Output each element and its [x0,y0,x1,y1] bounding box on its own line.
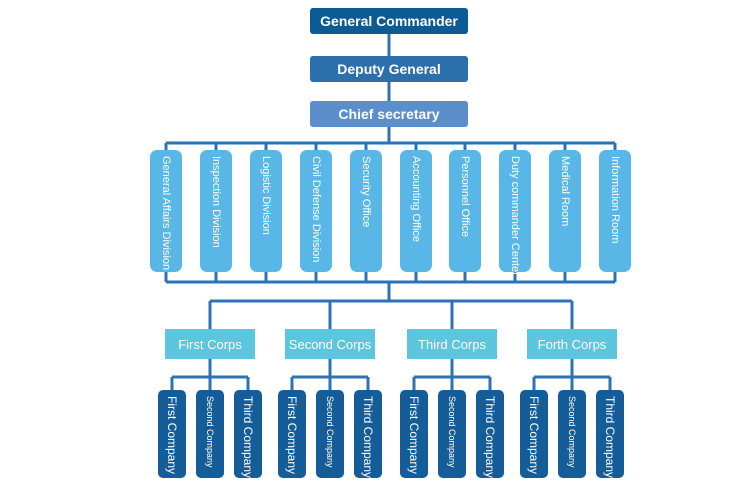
company-box: Third Company [476,390,504,478]
corps-box: Second Corps [285,329,375,359]
company-box: First Company [400,390,428,478]
department-label: Medical Room [559,156,571,227]
department-box: Logistic Division [250,150,282,272]
corps-label: Second Corps [288,336,372,352]
company-box: Second Company [438,390,466,478]
company-box: Third Company [596,390,624,478]
corps-label: First Corps [178,336,242,352]
company-box: Second Company [196,390,224,478]
general-commander-label: General Commander [320,13,458,29]
company-box: Third Company [234,390,262,478]
company-label: First Company [527,396,541,475]
company-box: First Company [158,390,186,478]
department-box: General Affairs Division [150,150,182,272]
general-commander-box: General Commander [310,8,468,34]
chief-secretary-box: Chief secretary [310,101,468,127]
department-label: Security Office [360,156,372,228]
deputy-general-box: Deputy General [310,56,468,82]
department-label: Accounting Office [410,156,422,243]
company-label: Third Company [241,396,255,479]
corps-box: First Corps [165,329,255,359]
company-box: Third Company [354,390,382,478]
department-box: Inspection Division [200,150,232,272]
company-label: Second Company [567,396,577,468]
company-label: First Company [407,396,421,475]
corps-box: Forth Corps [527,329,617,359]
department-label: Logistic Division [260,156,272,235]
department-label: Personnel Office [459,156,471,238]
department-box: Accounting Office [400,150,432,272]
company-box: Second Company [558,390,586,478]
department-box: Personnel Office [449,150,481,272]
company-label: Second Company [325,396,335,468]
deputy-general-label: Deputy General [337,61,441,77]
company-label: Second Company [447,396,457,468]
company-label: Third Company [603,396,617,479]
department-label: Information Room [609,156,621,244]
department-box: Medical Room [549,150,581,272]
corps-label: Third Corps [418,336,486,352]
chief-secretary-label: Chief secretary [338,106,440,122]
company-label: Third Company [361,396,375,479]
company-box: Second Company [316,390,344,478]
company-box: First Company [520,390,548,478]
department-box: Civil Defense Division [300,150,332,272]
department-label: Inspection Division [210,156,222,248]
department-box: Security Office [350,150,382,272]
department-label: Civil Defense Division [310,156,322,263]
company-label: First Company [285,396,299,475]
company-label: Second Company [205,396,215,468]
department-box: Information Room [599,150,631,272]
corps-box: Third Corps [407,329,497,359]
company-label: First Company [165,396,179,475]
company-label: Third Company [483,396,497,479]
corps-label: Forth Corps [537,336,607,352]
department-box: Duty commander Center [499,150,531,276]
company-box: First Company [278,390,306,478]
department-label: General Affairs Division [160,156,172,271]
department-label: Duty commander Center [509,156,521,276]
